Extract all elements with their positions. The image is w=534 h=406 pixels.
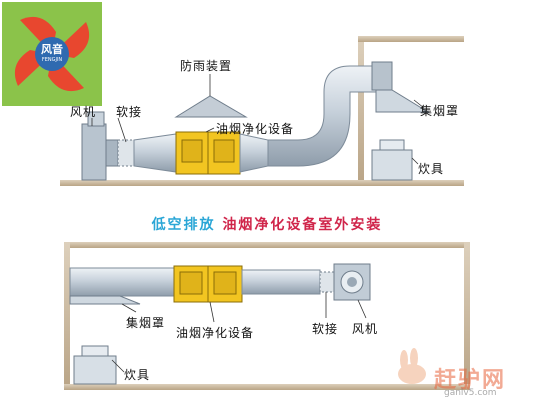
bottom-purifier xyxy=(173,265,243,303)
top-duct-expander xyxy=(239,133,269,173)
top-diagram xyxy=(60,36,464,186)
bottom-diagram xyxy=(64,242,470,390)
top-hood xyxy=(375,89,430,113)
top-label-soft-joint: 软接 xyxy=(116,105,143,119)
logo-subtext: FENGJIN xyxy=(41,57,63,63)
top-stove xyxy=(371,139,413,181)
top-duct-reducer xyxy=(133,133,177,173)
bottom-leaders xyxy=(111,292,367,373)
bottom-hood xyxy=(69,295,141,305)
top-building-floor xyxy=(358,180,464,186)
top-duct-riser xyxy=(267,65,377,167)
bottom-right-wall xyxy=(464,242,470,390)
brand-logo: 风音 FENGJIN xyxy=(2,2,102,106)
top-label-stove: 炊具 xyxy=(418,162,445,176)
logo-text: 风音 xyxy=(41,43,63,56)
bottom-floor xyxy=(64,384,470,390)
caption-part1: 低空排放 xyxy=(151,217,216,233)
bottom-label-hood: 集烟罩 xyxy=(126,316,166,330)
watermark-url: ganlv5.com xyxy=(444,388,497,398)
top-ground xyxy=(60,180,380,186)
bottom-soft-joint xyxy=(319,271,335,293)
fan-logo-icon xyxy=(14,16,90,92)
watermark-text: 赶驴网 xyxy=(434,368,507,393)
top-label-rain-cover: 防雨装置 xyxy=(180,59,233,73)
bottom-left-wall xyxy=(64,242,70,390)
bottom-label-purifier: 油烟净化设备 xyxy=(176,326,255,340)
bottom-label-stove: 炊具 xyxy=(124,368,151,382)
top-fan xyxy=(81,111,119,181)
top-rain-cover xyxy=(174,95,248,118)
diagram-caption: 低空排放 油烟净化设备室外安装 xyxy=(0,214,534,234)
bottom-duct-left xyxy=(69,267,175,297)
top-leaders xyxy=(91,74,425,165)
top-building-wall xyxy=(358,36,364,186)
caption-part2: 油烟净化设备室外安装 xyxy=(222,217,383,233)
bottom-stove xyxy=(73,345,117,385)
bottom-duct-right xyxy=(241,269,321,295)
top-label-hood: 集烟罩 xyxy=(420,104,460,118)
bottom-ceiling xyxy=(64,242,470,248)
watermark-mascot-icon xyxy=(398,348,426,384)
top-purifier xyxy=(175,131,241,175)
top-label-purifier: 油烟净化设备 xyxy=(216,122,295,136)
bottom-label-fan: 风机 xyxy=(352,322,379,336)
top-soft-joint xyxy=(117,139,135,167)
top-building-roof xyxy=(358,36,464,42)
top-label-fan: 风机 xyxy=(70,105,97,119)
bottom-fan xyxy=(333,263,371,301)
top-duct-box xyxy=(371,61,393,91)
bottom-label-soft-joint: 软接 xyxy=(312,322,339,336)
